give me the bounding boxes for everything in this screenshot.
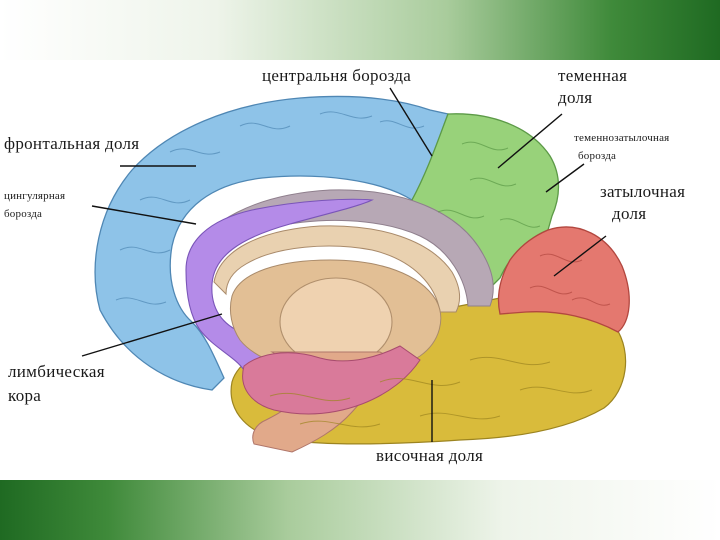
label-limbic-cortex-line1: лимбическая <box>8 362 105 381</box>
label-central-sulcus: центральня борозда <box>262 66 411 85</box>
label-temporal-lobe: височная доля <box>376 446 483 465</box>
bottom-decorative-band <box>0 480 720 540</box>
slide-canvas: центральня борозда теменная доля фронтал… <box>0 60 720 480</box>
label-limbic-cortex-line2: кора <box>8 386 41 405</box>
brain-diagram <box>0 60 720 480</box>
label-frontal-lobe: фронтальная доля <box>4 134 139 153</box>
label-parieto-occipital-line2: борозда <box>578 150 616 162</box>
label-occipital-lobe-line2: доля <box>612 204 646 223</box>
label-parieto-occipital-line1: теменнозатылочная <box>574 132 669 144</box>
label-cingulate-line2: борозда <box>4 208 42 220</box>
label-cingulate-line1: цингулярная <box>4 190 65 202</box>
label-parietal-lobe-line1: теменная <box>558 66 627 85</box>
label-parietal-lobe-line2: доля <box>558 88 592 107</box>
top-decorative-band <box>0 0 720 60</box>
label-occipital-lobe-line1: затылочная <box>600 182 685 201</box>
